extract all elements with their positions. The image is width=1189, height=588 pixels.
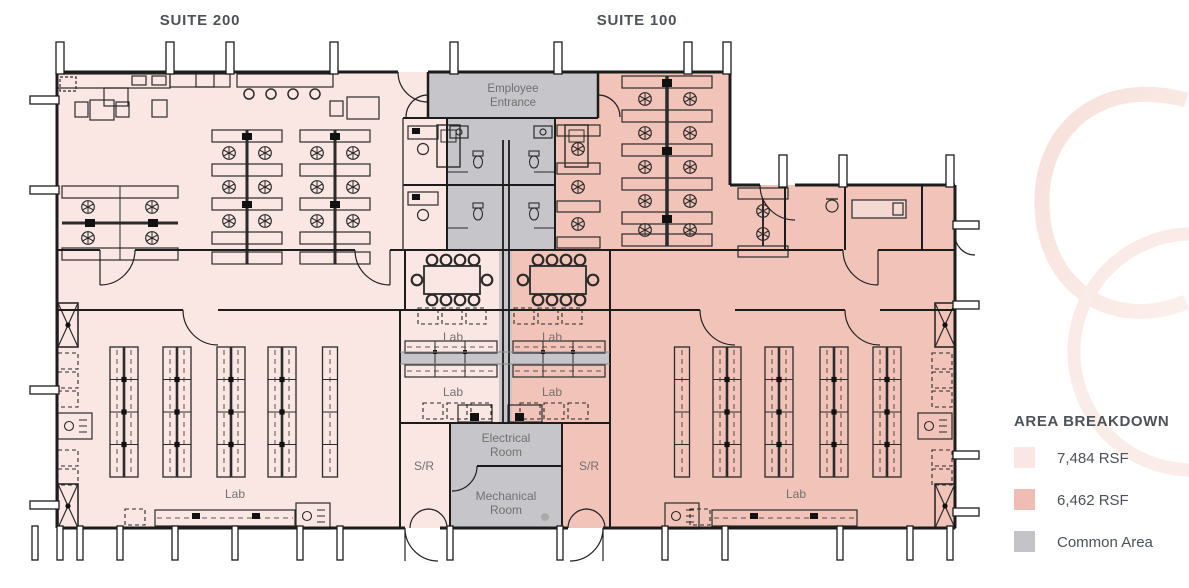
- legend-item: 7,484 RSF: [1014, 447, 1129, 468]
- lab-label: Lab: [786, 487, 806, 501]
- workstation-cluster: [556, 124, 601, 249]
- workstation-cluster: [61, 185, 179, 261]
- legend-title: AREA BREAKDOWN: [1014, 413, 1169, 430]
- employee-entrance-label: Employee: [487, 83, 538, 95]
- cafe-table: [346, 96, 380, 120]
- central-lab-benches: [404, 307, 606, 423]
- lab-label: Lab: [443, 330, 463, 344]
- suite-200-title: SUITE 200: [160, 12, 241, 29]
- workstation-cluster: [211, 129, 283, 265]
- electrical-room-label: Room: [490, 445, 522, 459]
- mechanical-room-label: Mechanical: [476, 489, 537, 503]
- common-zone-spine: [499, 250, 512, 423]
- workstation-cluster: [621, 75, 713, 247]
- walls: [55, 70, 957, 530]
- lab-label: Lab: [443, 385, 463, 399]
- lab-label: Lab: [542, 330, 562, 344]
- brand-logo-watermark: [1034, 86, 1189, 477]
- legend-item: Common Area: [1014, 531, 1154, 552]
- private-office: [825, 198, 907, 219]
- bar-counter: [236, 73, 334, 88]
- door-swings: [99, 71, 976, 562]
- room-labels: Employee Entrance Lab Lab Lab Lab Lab La…: [225, 83, 806, 517]
- mechanical-room-label: Room: [490, 503, 522, 517]
- sr-room-label: S/R: [414, 459, 434, 473]
- common-zone-elec-mech: [450, 423, 562, 528]
- conference-room-right: [516, 253, 600, 307]
- lab-benches-right: [664, 302, 956, 530]
- legend-swatch-suite-100: [1014, 489, 1035, 510]
- kitchen-break-area: [56, 71, 380, 121]
- lab-benches-left: [57, 302, 339, 530]
- restrooms: [447, 125, 555, 229]
- legend-swatch-common-area: [1014, 531, 1035, 552]
- common-zone-utility-band: [400, 352, 610, 364]
- legend-label: 7,484 RSF: [1057, 450, 1129, 467]
- lab-label: Lab: [225, 487, 245, 501]
- sr-room-label: S/R: [579, 459, 599, 473]
- employee-entrance-label: Entrance: [490, 97, 536, 109]
- legend-item: 6,462 RSF: [1014, 489, 1129, 510]
- workstation-cluster: [299, 129, 371, 265]
- furniture: [56, 71, 956, 530]
- legend-label: Common Area: [1057, 534, 1154, 551]
- lab-label: Lab: [542, 385, 562, 399]
- electrical-room-label: Electrical: [482, 431, 531, 445]
- common-zone-entrance: [428, 72, 598, 118]
- private-office: [407, 125, 439, 222]
- cafe-table: [89, 99, 115, 121]
- floor-drain: [541, 513, 549, 521]
- legend-label: 6,462 RSF: [1057, 492, 1129, 509]
- suite-100-title: SUITE 100: [597, 12, 678, 29]
- area-breakdown-legend: AREA BREAKDOWN 7,484 RSF 6,462 RSF Commo…: [1014, 413, 1169, 552]
- conference-room-left: [410, 253, 494, 307]
- legend-swatch-suite-200: [1014, 447, 1035, 468]
